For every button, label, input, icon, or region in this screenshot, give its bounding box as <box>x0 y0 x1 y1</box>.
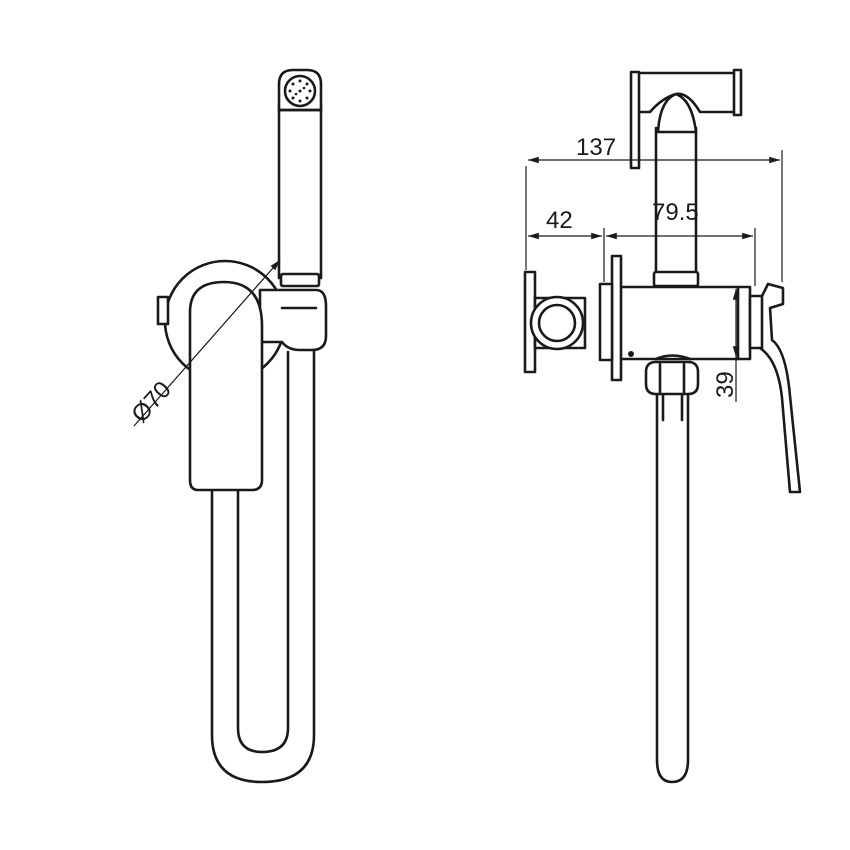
dimension-79-label: 79.5 <box>652 199 699 226</box>
dimension-39-label: 39 <box>712 371 739 398</box>
side-wall-flange <box>610 254 623 382</box>
diameter-label: Ø70 <box>126 376 176 428</box>
front-spray-face <box>283 74 317 108</box>
dimension-137: 137 <box>525 134 783 282</box>
front-rosette-tab <box>156 295 170 326</box>
front-spray-nozzles <box>288 79 312 103</box>
front-holder <box>258 288 328 352</box>
front-hand-shower <box>277 68 323 288</box>
side-lever <box>758 282 802 494</box>
front-hose <box>210 338 316 784</box>
side-hand-shower <box>629 68 743 288</box>
dimension-137-label: 137 <box>576 134 616 161</box>
dimension-39: 39 <box>712 289 740 402</box>
dimension-42-79: 42 79.5 <box>528 199 756 286</box>
front-lever-body <box>188 280 264 492</box>
side-hose-nut <box>644 360 700 396</box>
side-valve-body <box>618 285 752 361</box>
front-view: Ø70 <box>126 68 328 784</box>
side-hose <box>655 393 690 784</box>
side-view: 137 42 79.5 39 <box>523 68 802 784</box>
diameter-dimension-line <box>133 259 281 427</box>
dimension-42-label: 42 <box>546 207 573 234</box>
